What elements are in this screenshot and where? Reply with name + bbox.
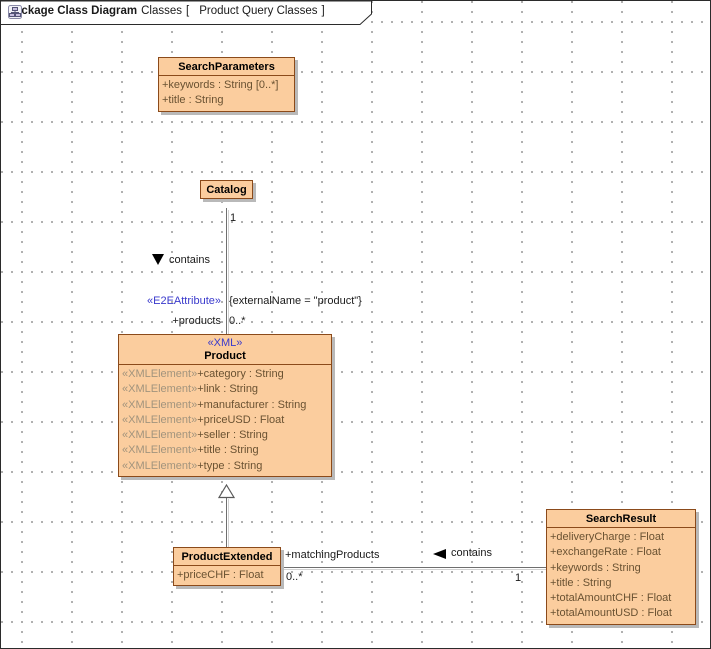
attribute-compartment: +deliveryCharge : Float +exchangeRate : … bbox=[547, 527, 695, 624]
attribute-compartment: +keywords : String [0..*] +title : Strin… bbox=[159, 75, 294, 111]
class-productextended[interactable]: ProductExtended +priceCHF : Float bbox=[173, 547, 281, 586]
matchingproducts-multiplicity-label[interactable]: 0..* bbox=[286, 571, 303, 584]
class-title: ProductExtended bbox=[174, 548, 280, 565]
class-title: SearchParameters bbox=[159, 58, 294, 75]
attribute: «XMLElement»+seller : String bbox=[122, 428, 327, 443]
attribute: +exchangeRate : Float bbox=[550, 545, 691, 560]
diagram-frame-tab[interactable]: package Class Diagram Classes [ Product … bbox=[1, 1, 373, 25]
attribute: «XMLElement»+type : String bbox=[122, 459, 327, 474]
class-title: Product bbox=[119, 350, 331, 364]
attribute-compartment: +priceCHF : Float bbox=[174, 565, 280, 585]
frame-tab-text: package Class Diagram Classes [ Product … bbox=[8, 5, 368, 17]
searchresult-multiplicity-label[interactable]: 1 bbox=[515, 572, 521, 585]
class-title: Catalog bbox=[201, 181, 252, 198]
association-catalog-product-line[interactable] bbox=[226, 208, 227, 334]
frame-keyword: package Class Diagram bbox=[8, 5, 137, 17]
frame-package-name: Classes bbox=[141, 5, 182, 17]
class-searchresult[interactable]: SearchResult +deliveryCharge : Float +ex… bbox=[546, 509, 696, 625]
contains-arrow-down-icon bbox=[152, 254, 164, 265]
class-stereotype: «XML» bbox=[119, 335, 331, 350]
attribute-compartment: «XMLElement»+category : String «XMLEleme… bbox=[119, 364, 331, 476]
association-name-label[interactable]: contains bbox=[169, 254, 210, 267]
generalization-line[interactable] bbox=[226, 497, 227, 548]
catalog-multiplicity-label[interactable]: 1 bbox=[230, 212, 236, 225]
attribute: +totalAmountUSD : Float bbox=[550, 606, 691, 621]
e2eattribute-stereotype-label[interactable]: «E2EAttribute» bbox=[111, 295, 221, 308]
attribute: +priceCHF : Float bbox=[177, 568, 276, 583]
attribute: +keywords : String bbox=[550, 561, 691, 576]
attribute: +title : String bbox=[162, 93, 290, 108]
products-role-label[interactable]: +products bbox=[141, 315, 221, 328]
matchingproducts-role-label[interactable]: +matchingProducts bbox=[285, 549, 379, 562]
attribute: +totalAmountCHF : Float bbox=[550, 591, 691, 606]
frame-close-bracket: ] bbox=[321, 5, 324, 17]
externalname-constraint-label[interactable]: {externalName = "product"} bbox=[229, 295, 362, 308]
association-name-label[interactable]: contains bbox=[451, 547, 492, 560]
class-product[interactable]: «XML» Product «XMLElement»+category : St… bbox=[118, 334, 332, 477]
generalization-arrow-icon bbox=[218, 484, 235, 499]
attribute: +deliveryCharge : Float bbox=[550, 530, 691, 545]
attribute: «XMLElement»+priceUSD : Float bbox=[122, 413, 327, 428]
attribute: +keywords : String [0..*] bbox=[162, 78, 290, 93]
frame-open-bracket: [ bbox=[186, 5, 189, 17]
attribute: «XMLElement»+title : String bbox=[122, 443, 327, 458]
contains-arrow-left-icon bbox=[433, 549, 446, 559]
attribute: «XMLElement»+link : String bbox=[122, 382, 327, 397]
frame-diagram-name: Product Query Classes bbox=[199, 5, 317, 17]
class-searchparameters[interactable]: SearchParameters +keywords : String [0..… bbox=[158, 57, 295, 112]
attribute: «XMLElement»+manufacturer : String bbox=[122, 398, 327, 413]
attribute: +title : String bbox=[550, 576, 691, 591]
class-catalog[interactable]: Catalog bbox=[200, 180, 253, 199]
association-productextended-searchresult-line[interactable] bbox=[281, 567, 546, 568]
products-multiplicity-label[interactable]: 0..* bbox=[229, 315, 246, 328]
attribute: «XMLElement»+category : String bbox=[122, 367, 327, 382]
class-title: SearchResult bbox=[547, 510, 695, 527]
